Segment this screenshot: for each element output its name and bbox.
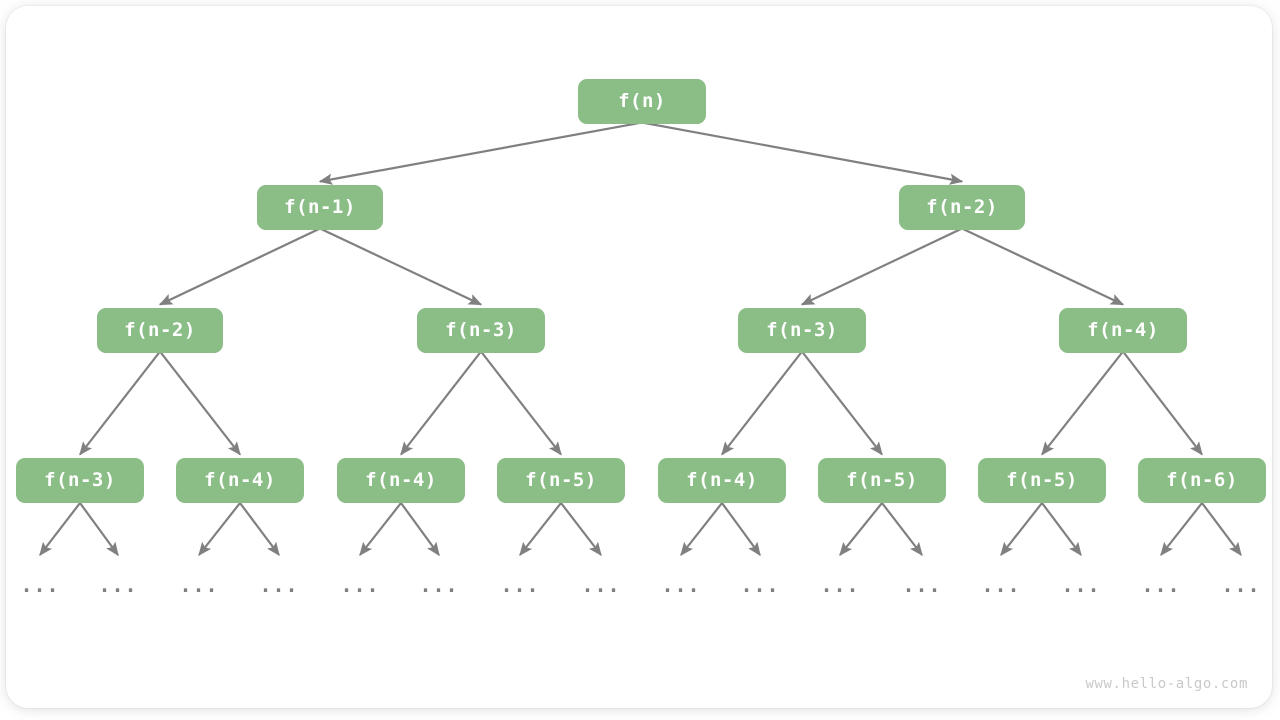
- tree-node-n9: f(n-4): [337, 457, 465, 503]
- ellipsis-marker: ...: [820, 573, 860, 597]
- ellipsis-marker: ...: [98, 573, 138, 597]
- ellipsis-marker: ...: [419, 573, 459, 597]
- ellipsis-marker: ...: [500, 573, 540, 597]
- ellipsis-marker: ...: [981, 573, 1021, 597]
- tree-node-n12: f(n-5): [818, 457, 946, 503]
- tree-node-n13: f(n-5): [978, 457, 1106, 503]
- tree-node-n7: f(n-3): [16, 457, 144, 503]
- tree-node-label: f(n-6): [1166, 469, 1238, 491]
- tree-node-n6: f(n-4): [1059, 307, 1187, 353]
- watermark: www.hello-algo.com: [1085, 676, 1248, 692]
- ellipsis-marker: ...: [179, 573, 219, 597]
- tree-node-label: f(n-1): [284, 196, 356, 218]
- tree-node-n1: f(n-1): [257, 184, 383, 230]
- tree-node-label: f(n-2): [926, 196, 998, 218]
- ellipsis-marker: ...: [259, 573, 299, 597]
- ellipsis-marker: ...: [1221, 573, 1261, 597]
- ellipsis-marker: ...: [661, 573, 701, 597]
- tree-node-label: f(n-4): [686, 469, 758, 491]
- ellipsis-marker: ...: [1061, 573, 1101, 597]
- tree-node-label: f(n-5): [525, 469, 597, 491]
- tree-node-n5: f(n-3): [738, 307, 866, 353]
- ellipsis-marker: ...: [740, 573, 780, 597]
- tree-node-label: f(n-3): [44, 469, 116, 491]
- tree-node-label: f(n-4): [204, 469, 276, 491]
- ellipsis-marker: ...: [340, 573, 380, 597]
- tree-node-label: f(n-3): [766, 319, 838, 341]
- tree-node-n3: f(n-2): [97, 307, 223, 353]
- tree-node-label: f(n-4): [365, 469, 437, 491]
- tree-node-label: f(n): [618, 90, 666, 112]
- tree-node-n10: f(n-5): [497, 457, 625, 503]
- tree-node-n11: f(n-4): [658, 457, 786, 503]
- ellipsis-marker: ...: [1141, 573, 1181, 597]
- tree-node-n2: f(n-2): [899, 184, 1025, 230]
- tree-node-label: f(n-5): [1006, 469, 1078, 491]
- tree-node-label: f(n-2): [124, 319, 196, 341]
- tree-node-n0: f(n): [578, 78, 706, 124]
- tree-node-label: f(n-4): [1087, 319, 1159, 341]
- tree-node-label: f(n-3): [445, 319, 517, 341]
- ellipsis-marker: ...: [902, 573, 942, 597]
- ellipsis-marker: ...: [20, 573, 60, 597]
- tree-node-n14: f(n-6): [1138, 457, 1266, 503]
- tree-node-label: f(n-5): [846, 469, 918, 491]
- ellipsis-marker: ...: [581, 573, 621, 597]
- tree-node-n4: f(n-3): [417, 307, 545, 353]
- tree-node-n8: f(n-4): [176, 457, 304, 503]
